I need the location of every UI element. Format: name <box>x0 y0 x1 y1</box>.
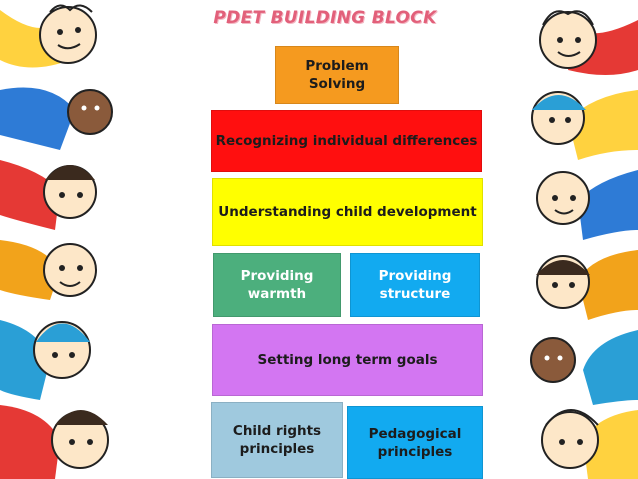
block-pedagogical: Pedagogical principles <box>347 406 483 479</box>
block-label: Understanding child development <box>218 204 477 220</box>
block-understanding-development: Understanding child development <box>212 178 483 246</box>
block-label: Providing warmth <box>240 268 314 302</box>
block-label: Pedagogical principles <box>368 425 462 460</box>
block-label: Setting long term goals <box>257 352 438 368</box>
block-setting-goals: Setting long term goals <box>212 324 483 396</box>
block-child-rights: Child rights principles <box>211 402 343 478</box>
block-label: Recognizing individual differences <box>215 133 478 149</box>
block-label: Providing structure <box>378 268 452 302</box>
cartoon-children-right <box>530 10 638 479</box>
block-label: Child rights principles <box>232 423 322 457</box>
block-problem-solving: Problem Solving <box>275 46 399 104</box>
cartoon-children-left <box>0 4 113 479</box>
block-label: Problem Solving <box>305 58 369 92</box>
block-providing-structure: Providing structure <box>350 253 480 317</box>
block-providing-warmth: Providing warmth <box>213 253 341 317</box>
page-title: PDET BUILDING BLOCK <box>213 8 437 28</box>
block-recognizing-differences: Recognizing individual differences <box>211 110 482 172</box>
